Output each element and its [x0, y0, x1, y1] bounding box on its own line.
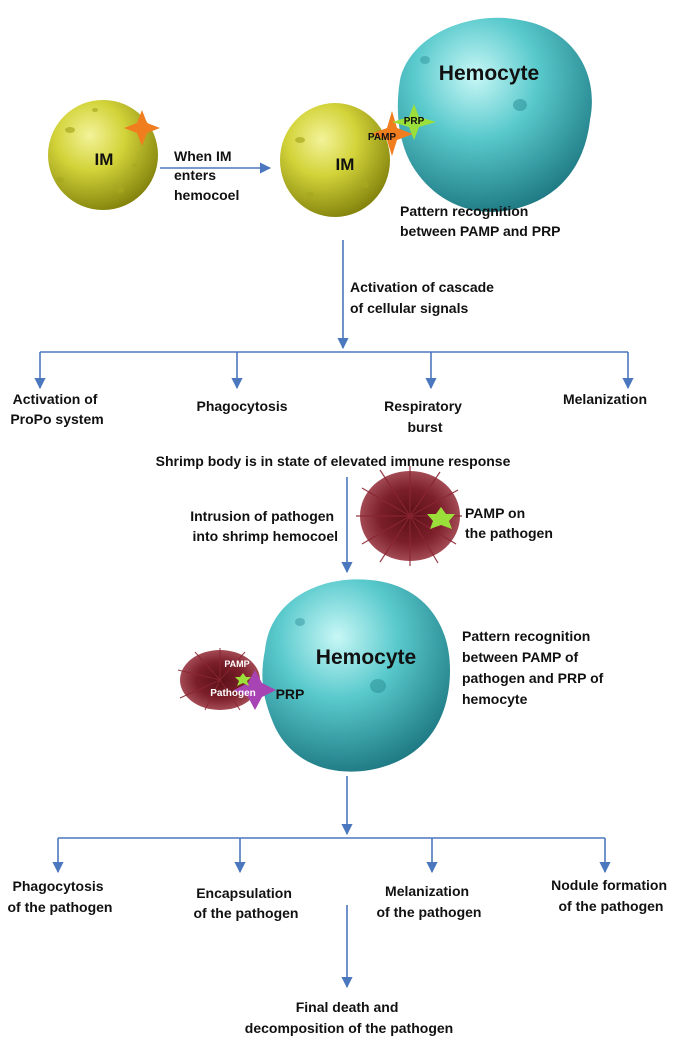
- branch-label-propo: Activation of ProPo system: [10, 391, 103, 427]
- prp-tag-top: PRP: [404, 116, 425, 127]
- branch-label-respiratory-burst: Respiratory burst: [384, 398, 466, 435]
- outcome-label-phagocytosis: Phagocytosis of the pathogen: [8, 878, 113, 915]
- pamp-star-icon: [124, 110, 160, 146]
- pathogen-spiky-icon: [356, 466, 462, 566]
- cascade-label: Activation of cascade of cellular signal…: [350, 279, 498, 316]
- intrusion-label: Intrusion of pathogen into shrimp hemoco…: [190, 508, 338, 544]
- pamp-star-icon: [427, 507, 455, 529]
- branch-label-phagocytosis: Phagocytosis: [196, 398, 287, 414]
- im-particle-right: [280, 103, 390, 217]
- state-label: Shrimp body is in state of elevated immu…: [156, 453, 511, 469]
- hemocyte-top-label: Hemocyte: [439, 62, 539, 85]
- im-left-label: IM: [95, 150, 114, 169]
- pamp-on-pathogen-label: PAMP on the pathogen: [465, 505, 553, 541]
- prp-star-icon: [392, 104, 436, 140]
- hemocyte-cell-bottom: [262, 579, 450, 772]
- branch-label-melanization: Melanization: [563, 391, 647, 407]
- pathogen-bound-icon: [177, 648, 260, 711]
- pamp-star-icon: [235, 673, 251, 686]
- recognition-label-bottom: Pattern recognition between PAMP of path…: [462, 628, 607, 707]
- pathogen-tag: Pathogen: [210, 688, 256, 699]
- outcome-label-melanization: Melanization of the pathogen: [377, 883, 482, 920]
- hemocyte-bottom-label: Hemocyte: [316, 646, 416, 669]
- outcome-label-encapsulation: Encapsulation of the pathogen: [194, 885, 299, 921]
- hemocyte-cell-top: [397, 17, 592, 212]
- prp-star-icon: [234, 670, 276, 710]
- prp-tag-bottom: PRP: [276, 686, 305, 702]
- im-right-label: IM: [336, 155, 355, 174]
- pamp-star-icon: [371, 111, 413, 156]
- final-label: Final death and decomposition of the pat…: [245, 999, 453, 1036]
- pamp-tag-top: PAMP: [368, 132, 396, 143]
- pamp-tag-bottom: PAMP: [224, 659, 249, 669]
- recognition-label-top: Pattern recognition between PAMP and PRP: [400, 203, 561, 239]
- step-label-when-im: When IM enters hemocoel: [174, 148, 239, 203]
- outcome-label-nodule: Nodule formation of the pathogen: [551, 877, 671, 914]
